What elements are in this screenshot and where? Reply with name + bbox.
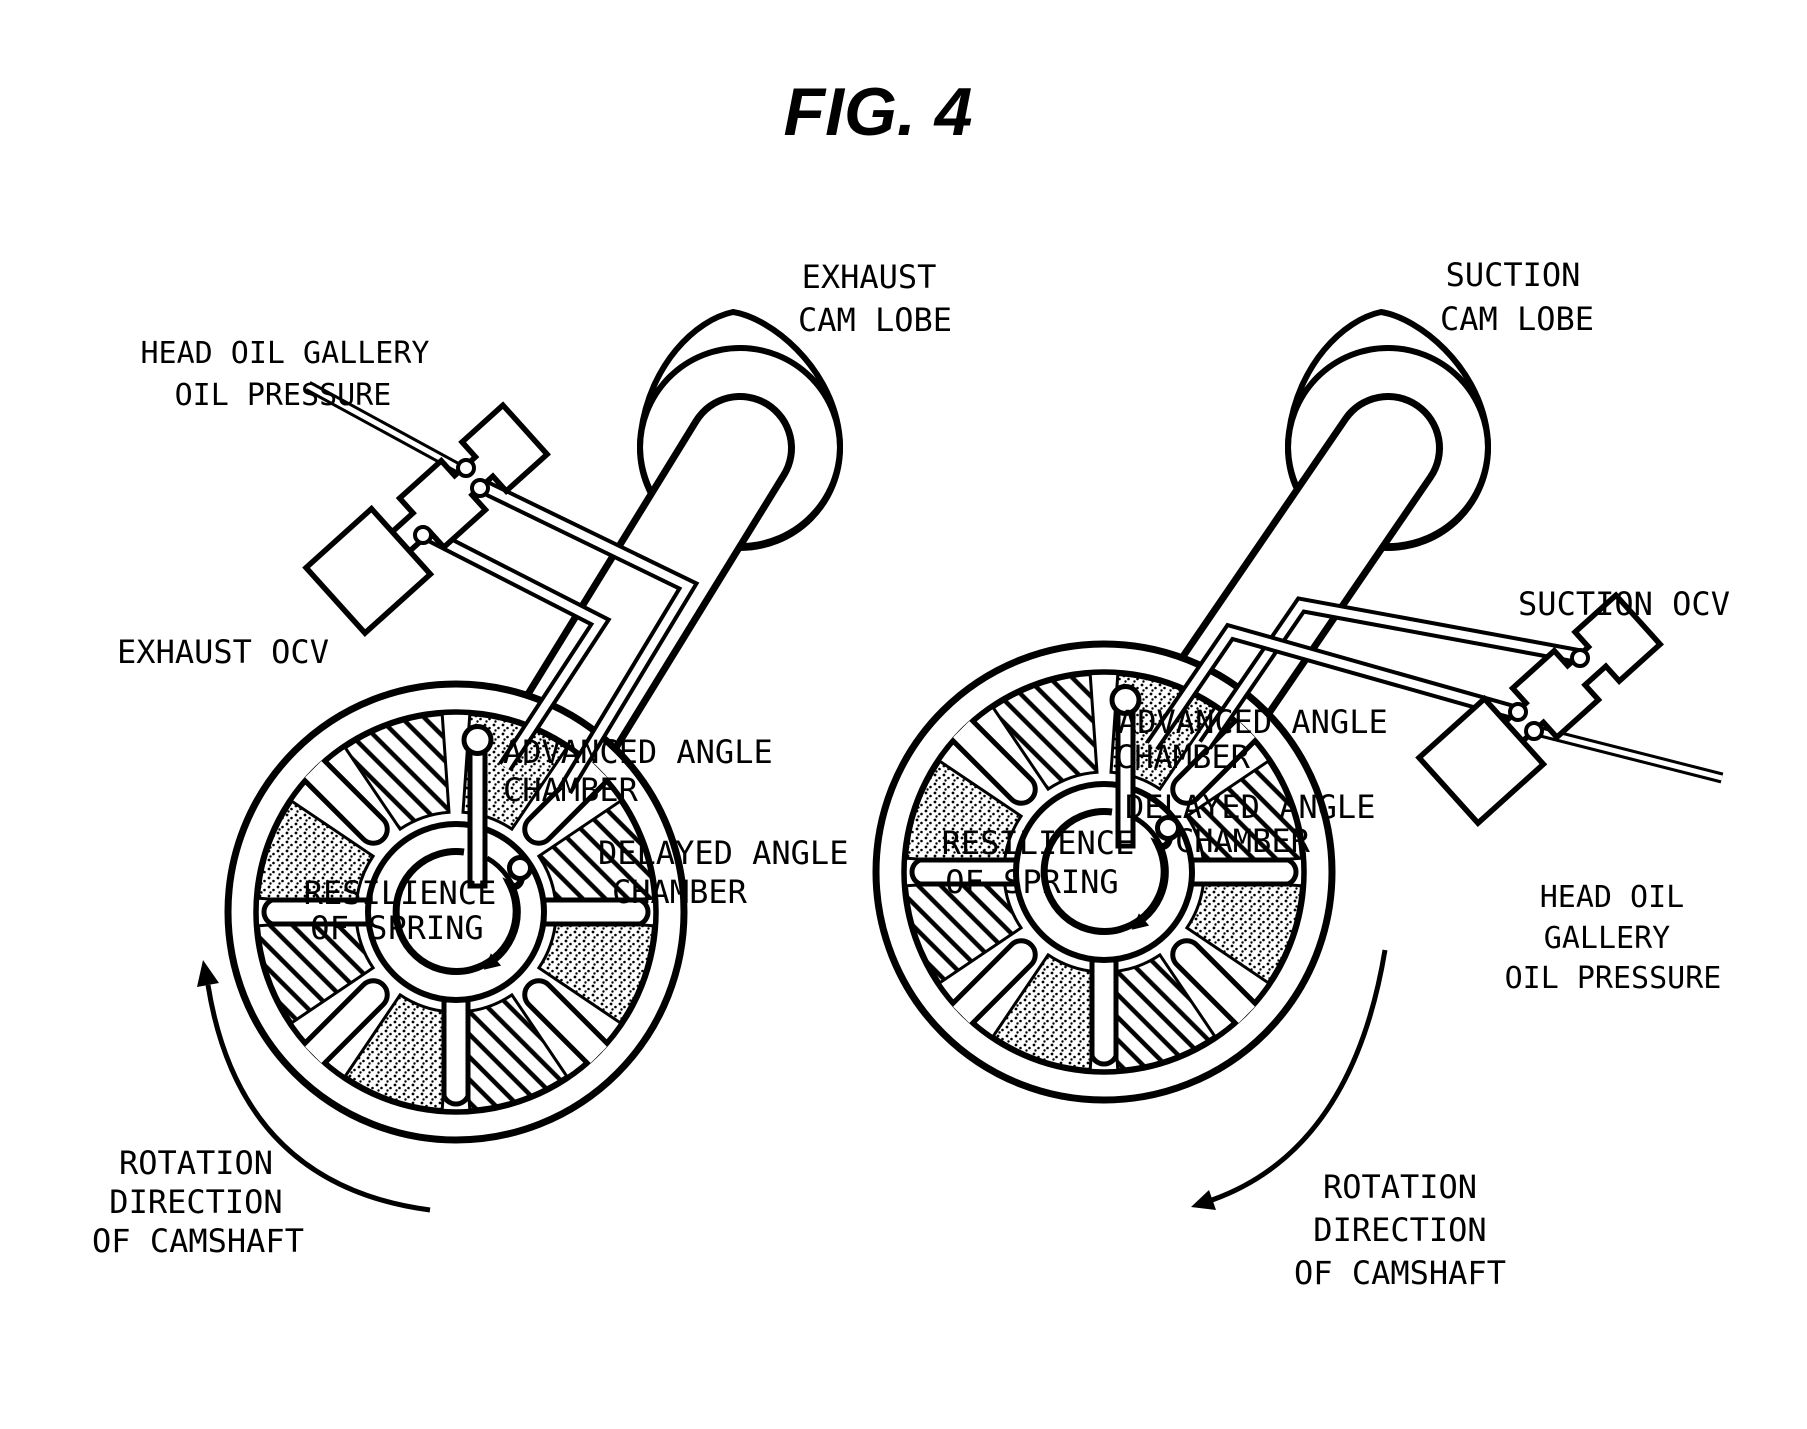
label-right-spring-1: RESILIENCE xyxy=(942,824,1135,862)
exhaust-camshaft-tube xyxy=(504,393,795,797)
label-right-rotation-2: DIRECTION xyxy=(1313,1211,1486,1249)
label-suction-ocv: SUCTION OCV xyxy=(1518,585,1730,623)
label-left-spring-2: OF SPRING xyxy=(310,909,483,947)
label-left-rotation-3: OF CAMSHAFT xyxy=(92,1222,304,1260)
label-left-oil-source-2: OIL PRESSURE xyxy=(175,378,392,413)
suction-ocv-ports xyxy=(1508,648,1590,741)
label-left-oil-source-1: HEAD OIL GALLERY xyxy=(141,336,430,371)
label-right-advanced-2: CHAMBER xyxy=(1115,738,1251,776)
label-left-delayed-2: CHAMBER xyxy=(612,873,748,911)
suction-rotation-arrow xyxy=(1191,949,1388,1210)
label-left-delayed-1: DELAYED ANGLE xyxy=(598,834,848,872)
label-exhaust-ocv: EXHAUST OCV xyxy=(117,633,329,671)
exhaust-phaser-assembly xyxy=(197,308,843,1213)
suction-gallery-pipe xyxy=(1531,724,1724,784)
label-left-rotation-2: DIRECTION xyxy=(109,1183,282,1221)
label-right-delayed-2: CHAMBER xyxy=(1175,822,1311,860)
label-exhaust-cam-lobe-2: CAM LOBE xyxy=(798,301,952,339)
label-suction-cam-lobe-1: SUCTION xyxy=(1446,256,1581,294)
suction-oil-pipes xyxy=(1145,596,1580,751)
label-right-spring-2: OF SPRING xyxy=(945,863,1118,901)
exhaust-oil-pipes xyxy=(424,478,700,795)
exhaust-ocv-valve xyxy=(306,397,554,633)
label-right-rotation-3: OF CAMSHAFT xyxy=(1294,1254,1506,1292)
exhaust-rotation-arrow xyxy=(197,960,431,1213)
label-right-oil-source-2: GALLERY xyxy=(1544,921,1670,956)
suction-phaser-assembly xyxy=(876,308,1724,1210)
label-right-rotation-1: ROTATION xyxy=(1323,1168,1477,1206)
exhaust-ocv-ports xyxy=(413,458,490,545)
label-right-delayed-1: DELAYED ANGLE xyxy=(1125,788,1375,826)
figure-title: FIG. 4 xyxy=(784,74,973,150)
label-right-oil-source-1: HEAD OIL xyxy=(1540,880,1685,915)
suction-cam-lobe-shape xyxy=(1285,308,1491,551)
label-left-advanced-2: CHAMBER xyxy=(503,771,639,809)
label-left-advanced-1: ADVANCED ANGLE xyxy=(503,733,773,771)
label-right-advanced-1: ADVANCED ANGLE xyxy=(1118,703,1388,741)
exhaust-gallery-pipe xyxy=(305,381,465,475)
label-suction-cam-lobe-2: CAM LOBE xyxy=(1440,300,1594,338)
label-exhaust-cam-lobe-1: EXHAUST xyxy=(802,258,937,296)
label-right-oil-source-3: OIL PRESSURE xyxy=(1505,961,1722,996)
label-left-rotation-1: ROTATION xyxy=(119,1144,273,1182)
label-left-spring-1: RESILIENCE xyxy=(304,874,497,912)
